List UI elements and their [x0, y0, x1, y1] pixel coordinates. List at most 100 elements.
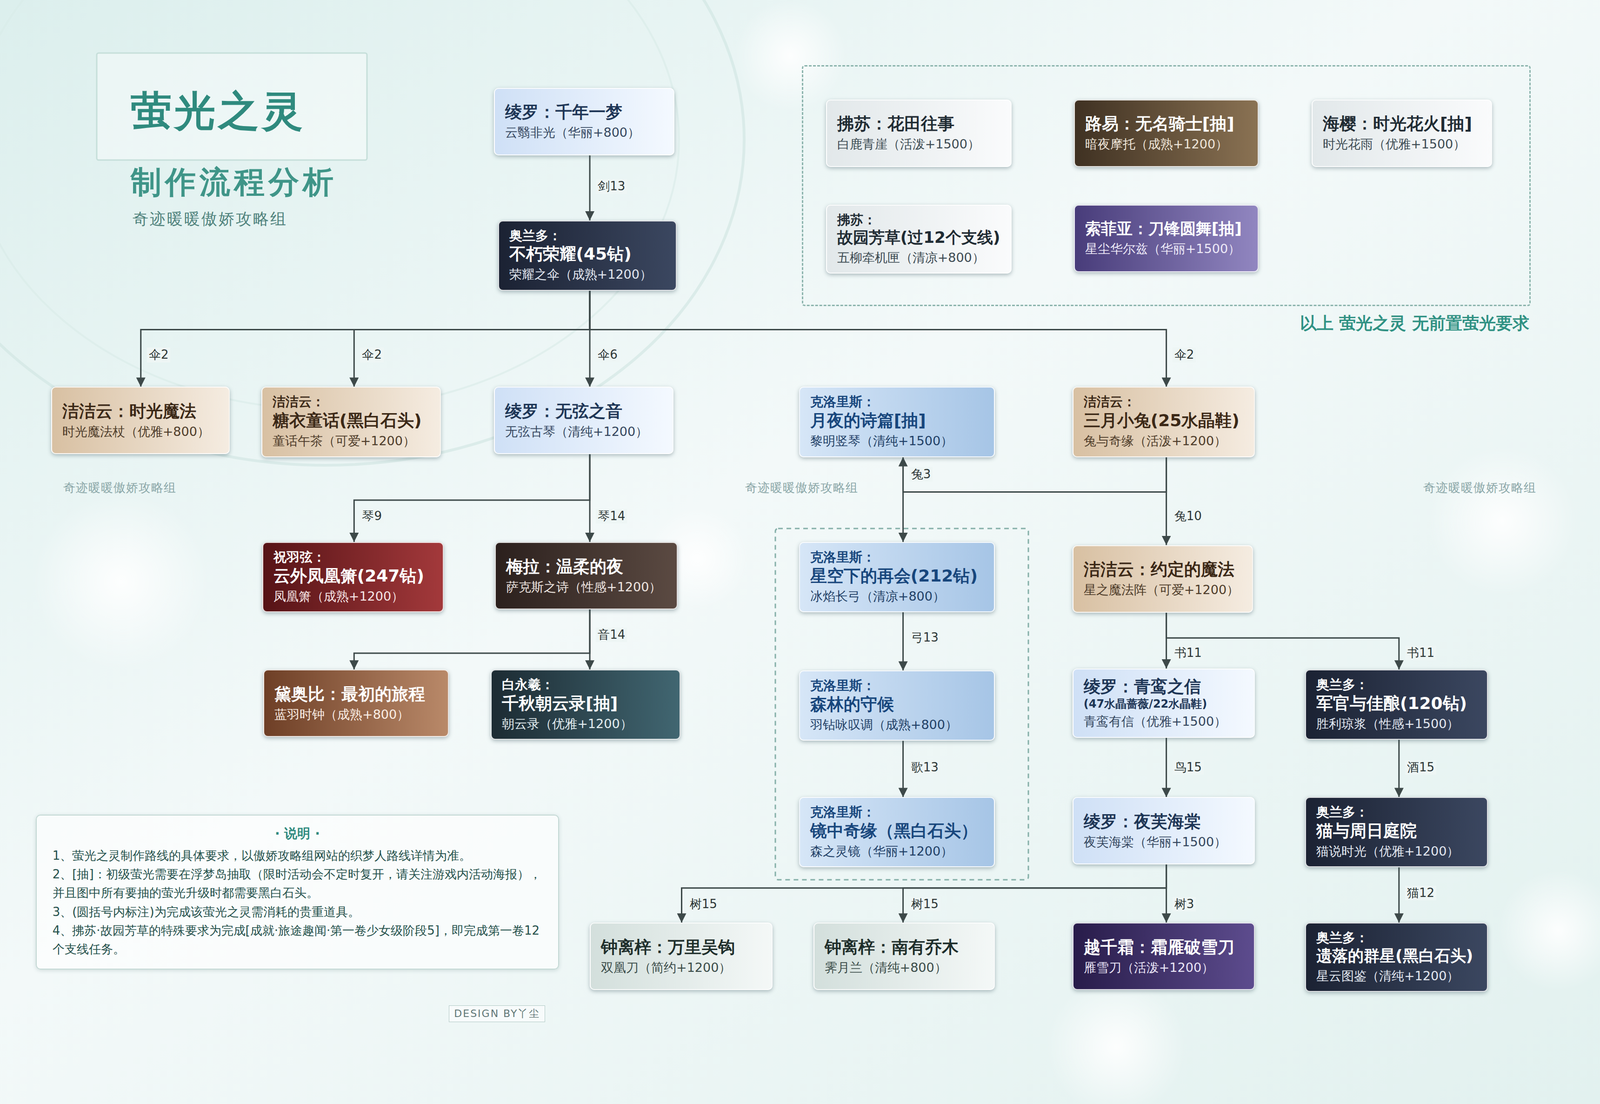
reward-text: 兔与奇缘（活泼+1200）	[1083, 432, 1245, 450]
bokeh	[1497, 869, 1600, 991]
reward-text: 青鸾有信（优雅+1500）	[1083, 713, 1245, 730]
card-title: 索菲亚：刀锋圆舞[抽]	[1085, 218, 1248, 239]
arch-decoration	[0, 0, 680, 410]
character-name: 克洛里斯：	[810, 677, 984, 694]
notes-item: 3、(圆括号内标注)为完成该萤光之灵需消耗的贵重道具。	[52, 902, 543, 921]
card-title: 拂苏： 故园芳草(过12个支线)	[837, 212, 1001, 248]
reward-text: 萨克斯之诗（性感+1200）	[506, 578, 667, 596]
fluorescent-card: 梅拉：温柔的夜萨克斯之诗（性感+1200）	[494, 541, 678, 610]
fluorescent-card: 洁洁云： 糖衣童话(黑白石头)童话午茶（可爱+1200）	[261, 386, 441, 457]
reward-text: 暗夜摩托（成熟+1200）	[1085, 135, 1248, 153]
card-title: 拂苏：花田往事	[837, 113, 1001, 134]
card-title: 克洛里斯： 镜中奇缘（黑白石头）	[810, 804, 984, 841]
card-title: 绫罗：无弦之音	[505, 400, 663, 422]
connector	[902, 740, 904, 797]
connector	[903, 457, 1167, 493]
card-title: 绫罗：夜芙海棠	[1083, 810, 1245, 832]
fluorescent-card: 克洛里斯： 星空下的再会(212钻)冰焰长弓（清凉+800）	[799, 541, 995, 613]
card-title: 洁洁云：时光魔法	[62, 400, 219, 422]
character-name: 白永羲：	[501, 676, 670, 693]
fluorescent-card: 奥兰多： 不朽荣耀(45钻)荣耀之伞（成熟+1200）	[498, 220, 677, 291]
reward-text: 雁雪刀（活泼+1200）	[1083, 959, 1245, 976]
fluorescent-card: 洁洁云：时光魔法时光魔法杖（优雅+800）	[51, 386, 230, 454]
suit-name: 月夜的诗篇[抽]	[810, 409, 984, 431]
bokeh	[32, 493, 210, 670]
suit-name: 星空下的再会(212钻)	[810, 565, 984, 587]
character-name: 奥兰多：	[1316, 929, 1477, 946]
edge-label: 伞2	[360, 347, 384, 362]
character-name: 祝羽弦：	[273, 549, 434, 566]
card-title: 克洛里斯： 森林的守候	[810, 677, 984, 715]
suit-name: 糖衣童话(黑白石头)	[272, 409, 430, 431]
fluorescent-card: 克洛里斯： 月夜的诗篇[抽]黎明竖琴（清纯+1500）	[799, 386, 995, 457]
fluorescent-card: 拂苏：花田往事白鹿青崖（活泼+1500）	[826, 99, 1012, 167]
author: 奇迹暖暖傲娇攻略组	[132, 208, 288, 230]
subtitle: 制作流程分析	[130, 161, 338, 204]
notes-item: 1、萤光之灵制作路线的具体要求，以傲娇攻略组网站的织梦人路线详情为准。	[52, 846, 543, 865]
card-title: 克洛里斯： 星空下的再会(212钻)	[810, 549, 984, 587]
notes-box: · 说明 ·1、萤光之灵制作路线的具体要求，以傲娇攻略组网站的织梦人路线详情为准…	[35, 814, 560, 970]
reward-text: 星之魔法阵（可爱+1200）	[1083, 581, 1242, 599]
fluorescent-card: 绫罗：千年一梦云翳非光（华丽+800）	[493, 87, 675, 156]
fluorescent-card: 奥兰多： 猫与周日庭院猫说时光（优雅+1200）	[1305, 796, 1488, 867]
reward-text: 无弦古琴（清纯+1200）	[505, 423, 663, 440]
group-frame	[775, 528, 1029, 880]
card-title: 洁洁云： 三月小兔(25水晶鞋)	[1083, 393, 1245, 431]
card-title: 钟离梓：万里吴钩	[600, 936, 762, 958]
fluorescent-card: 绫罗：夜芙海棠夜芙海棠（华丽+1500）	[1072, 796, 1256, 865]
fluorescent-card: 克洛里斯： 森林的守候羽钻咏叹调（成熟+800）	[799, 670, 995, 741]
connector	[1166, 612, 1400, 670]
fluorescent-card: 拂苏： 故园芳草(过12个支线)五柳牵机匣（清凉+800）	[826, 204, 1012, 274]
connector	[589, 453, 591, 542]
reward-text: 星云图鉴（清纯+1200）	[1316, 967, 1477, 985]
reward-text: 黎明竖琴（清纯+1500）	[810, 432, 984, 450]
notes-item: 2、[抽]：初级萤光需要在浮梦岛抽取（限时活动会不定时复开，请关注游戏内活动海报…	[52, 864, 543, 903]
edge-label: 兔3	[909, 466, 934, 482]
notes-item: 4、拂苏·故园芳草的特殊要求为完成[成就·旅途趣闻·第一卷少女级阶段5]，即完成…	[52, 920, 543, 959]
suit-name: 三月小兔(25水晶鞋)	[1083, 409, 1245, 431]
fluorescent-card: 绫罗：青鸾之信(47水晶蔷薇/22水晶鞋)青鸾有信（优雅+1500）	[1072, 668, 1256, 738]
edge-label: 树15	[687, 896, 720, 912]
edge-label: 书11	[1405, 645, 1437, 660]
card-title: 白永羲： 千秋朝云录[抽]	[501, 676, 670, 714]
panel-caption: 以上 萤光之灵 无前置萤光要求	[1300, 312, 1530, 335]
card-title: 路易：无名骑士[抽]	[1085, 113, 1248, 134]
card-title: 奥兰多： 猫与周日庭院	[1316, 804, 1477, 841]
reward-text: 时光魔法杖（优雅+800）	[62, 423, 219, 440]
card-title: 黛奥比：最初的旅程	[274, 683, 438, 705]
card-title: 洁洁云： 糖衣童话(黑白石头)	[272, 393, 430, 431]
suit-name: 镜中奇缘（黑白石头）	[810, 820, 984, 841]
edge-label: 酒15	[1405, 760, 1437, 775]
card-title: 洁洁云：约定的魔法	[1083, 558, 1242, 580]
reward-text: 冰焰长弓（清凉+800）	[810, 587, 984, 605]
edge-label: 猫12	[1405, 885, 1437, 900]
edge-label: 伞6	[595, 347, 620, 362]
character-name: 拂苏：	[837, 212, 1001, 228]
card-title: 奥兰多： 军官与佳酿(120钻)	[1316, 676, 1477, 714]
fluorescent-card: 越千霜：霜雁破雪刀雁雪刀（活泼+1200）	[1072, 922, 1256, 990]
fluorescent-card: 钟离梓：南有乔木霁月兰（清纯+800）	[813, 922, 996, 990]
connector	[1165, 737, 1167, 798]
reward-text: 凤凰箫（成熟+1200）	[273, 587, 434, 605]
suit-name: 猫与周日庭院	[1316, 820, 1477, 841]
card-title: 祝羽弦： 云外凤凰箫(247钻)	[273, 549, 434, 587]
edge-label: 弓13	[909, 630, 941, 645]
reward-text: 猫说时光（优雅+1200）	[1316, 842, 1477, 860]
character-name: 克洛里斯：	[810, 393, 984, 410]
connector	[1165, 864, 1167, 923]
connector	[589, 609, 591, 670]
reward-text: 胜利琼浆（性感+1500）	[1316, 715, 1477, 733]
fluorescent-card: 绫罗：无弦之音无弦古琴（清纯+1200）	[493, 386, 674, 454]
character-name: 奥兰多：	[509, 227, 666, 244]
card-title: 克洛里斯： 月夜的诗篇[抽]	[810, 393, 984, 431]
character-name: 奥兰多：	[1316, 804, 1477, 820]
reward-text: 白鹿青崖（活泼+1500）	[837, 135, 1001, 153]
character-name: 奥兰多：	[1316, 676, 1477, 693]
suit-name: 遗落的群星(黑白石头)	[1316, 945, 1477, 966]
connector	[681, 864, 1167, 923]
connector	[903, 864, 1167, 923]
fluorescent-card: 克洛里斯： 镜中奇缘（黑白石头）森之灵镜（华丽+1200）	[799, 796, 995, 867]
fluorescent-card: 钟离梓：万里吴钩双凰刀（简约+1200）	[589, 922, 773, 990]
fluorescent-card: 祝羽弦： 云外凤凰箫(247钻)凤凰箫（成熟+1200）	[262, 541, 445, 613]
fluorescent-card: 洁洁云：约定的魔法星之魔法阵（可爱+1200）	[1072, 545, 1254, 613]
